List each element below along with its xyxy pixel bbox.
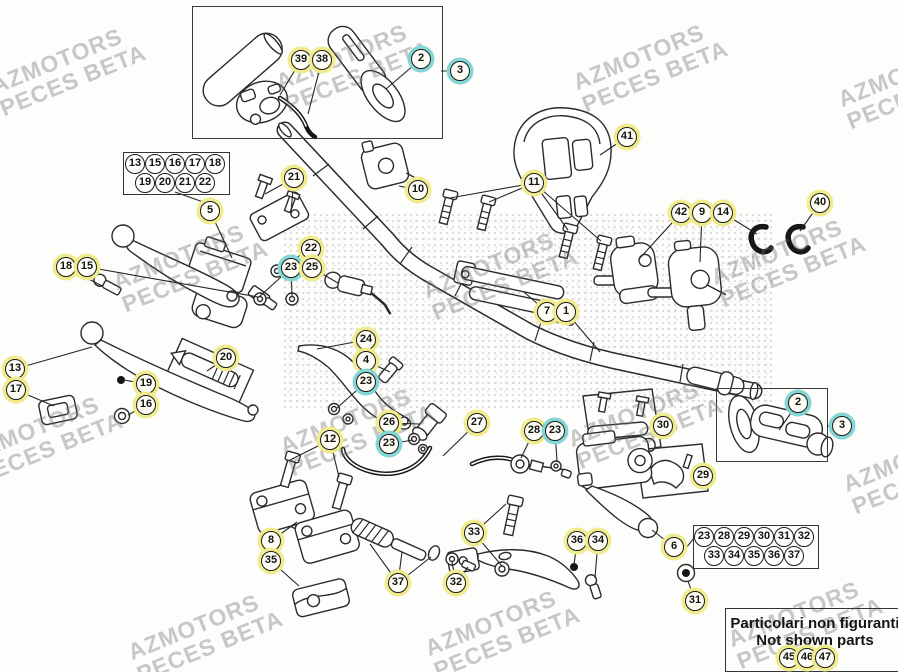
left-grip-art (202, 32, 283, 107)
callout-10[interactable]: 10 (408, 180, 428, 200)
brake-master-art (570, 430, 659, 571)
callout-32[interactable]: 32 (446, 573, 466, 593)
number-plate-art (513, 107, 612, 234)
callout-7[interactable]: 7 (537, 302, 557, 322)
part-ref-19[interactable]: 19 (135, 173, 155, 193)
part-ref-33[interactable]: 33 (704, 546, 724, 566)
part-ref-31[interactable]: 31 (774, 527, 794, 547)
not-shown-part-45[interactable]: 45 (779, 648, 799, 668)
part-ref-22[interactable]: 22 (195, 173, 215, 193)
part-ref-30[interactable]: 30 (754, 527, 774, 547)
part-ref-36[interactable]: 36 (764, 546, 784, 566)
callout-36[interactable]: 36 (567, 531, 587, 551)
callout-41[interactable]: 41 (617, 127, 637, 147)
throttle-housing-art (235, 80, 318, 140)
callout-37[interactable]: 37 (388, 573, 408, 593)
callout-15[interactable]: 15 (77, 257, 97, 277)
part-ref-23[interactable]: 23 (694, 527, 714, 547)
handlebar-tube (276, 121, 763, 401)
callout-38[interactable]: 38 (312, 50, 332, 70)
callout-3[interactable]: 3 (450, 61, 470, 81)
callout-30[interactable]: 30 (653, 416, 673, 436)
callout-9[interactable]: 9 (692, 203, 712, 223)
callout-24[interactable]: 24 (356, 330, 376, 350)
perch-arm-art (297, 344, 412, 430)
callout-23[interactable]: 23 (356, 372, 376, 392)
callout-13[interactable]: 13 (5, 359, 25, 379)
callout-5[interactable]: 5 (200, 201, 220, 221)
part-ref-34[interactable]: 34 (724, 546, 744, 566)
callout-1[interactable]: 1 (556, 302, 576, 322)
callout-17[interactable]: 17 (6, 380, 26, 400)
cable-hooks-art (748, 223, 811, 255)
map-switch-art (360, 140, 423, 190)
callout-3[interactable]: 3 (832, 416, 852, 436)
callout-23[interactable]: 23 (545, 421, 565, 441)
bar-clamps-art (249, 450, 360, 618)
callout-33[interactable]: 33 (464, 523, 484, 543)
callout-11[interactable]: 11 (524, 173, 544, 193)
part-ref-29[interactable]: 29 (734, 527, 754, 547)
part-ref-28[interactable]: 28 (714, 527, 734, 547)
callout-19[interactable]: 19 (136, 374, 156, 394)
callout-29[interactable]: 29 (693, 466, 713, 486)
part-ref-17[interactable]: 17 (185, 154, 205, 174)
callout-25[interactable]: 25 (302, 258, 322, 278)
callout-42[interactable]: 42 (671, 203, 691, 223)
callout-4[interactable]: 4 (356, 351, 376, 371)
callout-34[interactable]: 34 (588, 531, 608, 551)
sensor-switch-art (324, 271, 392, 315)
callout-31[interactable]: 31 (685, 591, 705, 611)
callout-40[interactable]: 40 (810, 193, 830, 213)
not-shown-part-46[interactable]: 46 (797, 648, 817, 668)
callout-2[interactable]: 2 (411, 49, 431, 69)
mount-bolts-art (438, 188, 613, 272)
lever-hardware-art (38, 264, 299, 426)
part-ref-32[interactable]: 32 (794, 527, 814, 547)
callout-28[interactable]: 28 (524, 421, 544, 441)
callout-39[interactable]: 39 (291, 50, 311, 70)
not-shown-title-en: Not shown parts (756, 631, 874, 649)
ref-group-top-left (123, 152, 230, 195)
callout-20[interactable]: 20 (216, 348, 236, 368)
part-ref-35[interactable]: 35 (744, 546, 764, 566)
callout-27[interactable]: 27 (467, 413, 487, 433)
part-ref-21[interactable]: 21 (175, 173, 195, 193)
part-ref-18[interactable]: 18 (205, 154, 225, 174)
part-ref-37[interactable]: 37 (784, 546, 804, 566)
not-shown-part-47[interactable]: 47 (815, 648, 835, 668)
callout-22[interactable]: 22 (301, 239, 321, 259)
callout-26[interactable]: 26 (379, 413, 399, 433)
callout-6[interactable]: 6 (664, 537, 684, 557)
clutch-master-art (111, 224, 252, 329)
part-ref-16[interactable]: 16 (165, 154, 185, 174)
callout-14[interactable]: 14 (713, 203, 733, 223)
callout-2[interactable]: 2 (788, 393, 808, 413)
switch-9-art (647, 239, 727, 332)
grip-detail-box (716, 388, 828, 462)
part-ref-15[interactable]: 15 (145, 154, 165, 174)
small-lever-art (446, 494, 696, 600)
part-ref-13[interactable]: 13 (125, 154, 145, 174)
throttle-tube-art (327, 25, 406, 123)
callout-8[interactable]: 8 (261, 531, 281, 551)
throttle-detail-box (192, 6, 443, 139)
callout-12[interactable]: 12 (320, 430, 340, 450)
callout-16[interactable]: 16 (136, 395, 156, 415)
callout-35[interactable]: 35 (261, 551, 281, 571)
callout-21[interactable]: 21 (284, 168, 304, 188)
not-shown-parts-box: Particolari non figuranti Not shown part… (725, 608, 898, 672)
callout-23[interactable]: 23 (379, 434, 399, 454)
callout-23[interactable]: 23 (281, 258, 301, 278)
ref-group-bottom-right (693, 525, 819, 569)
callout-18[interactable]: 18 (56, 257, 76, 277)
spring-kit-art (350, 517, 477, 572)
not-shown-title-it: Particolari non figuranti (730, 615, 898, 632)
part-ref-20[interactable]: 20 (155, 173, 175, 193)
hose-art (340, 445, 572, 479)
right-grip-art (686, 366, 834, 458)
